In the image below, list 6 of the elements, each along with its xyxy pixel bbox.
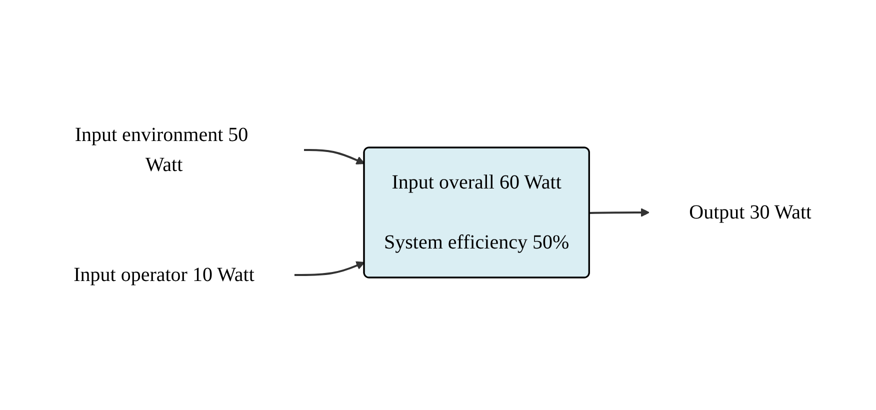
node-text: Input environment 50 Watt — [75, 124, 248, 176]
arrow — [304, 149, 366, 164]
node-text: Input operator 10 Watt — [74, 264, 255, 286]
arrow — [294, 261, 366, 276]
node-text: Output 30 Watt — [689, 202, 812, 224]
arrow — [590, 208, 650, 217]
